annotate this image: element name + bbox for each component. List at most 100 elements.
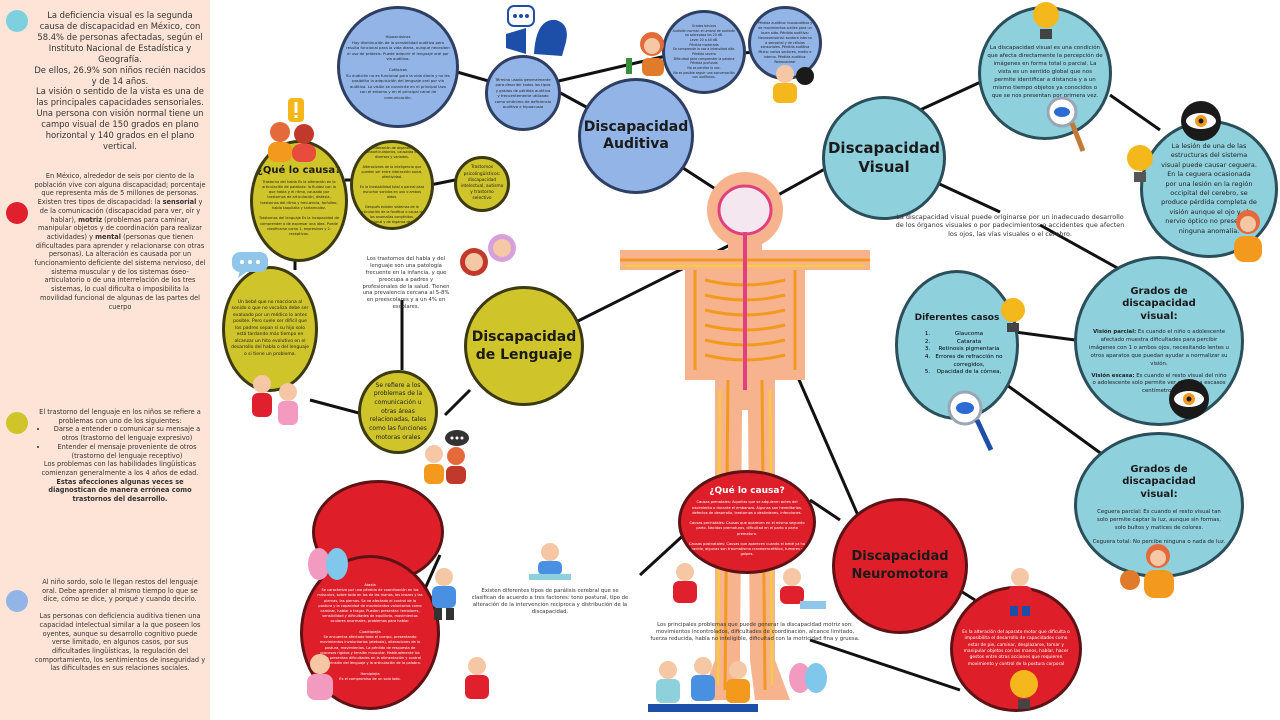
grados-title: Grados de discapacidad visual: — [1122, 463, 1196, 500]
people-illustration — [268, 122, 316, 162]
people-illustration — [648, 657, 758, 712]
lenguaje-bebe-circle: Un bebé que no reacciona al sonido o que… — [222, 266, 318, 392]
list-item: Retinosis pigmentaria — [932, 346, 1006, 354]
auditiva-types-circle: Hipoacúsicos Hay disminución de la sensi… — [337, 6, 459, 128]
casos-list: Glaucoma Catarata Retinosis pigmentaria … — [898, 331, 1016, 376]
sidebar-discapacidad-info: En México, alrededor de seis por ciento … — [34, 172, 206, 311]
lenguaje-comunicacion-circle: Se refiere a los problemas de la comunic… — [358, 370, 438, 454]
sidebar-paragraph: Las personas con deficiencia auditiva ti… — [34, 612, 206, 673]
neuromotora-causa-circle: ¿Qué lo causa? Causas prenatales: Aquell… — [678, 470, 816, 574]
people-illustration — [780, 568, 826, 609]
magnifier-eye-icon — [1046, 96, 1085, 152]
list-item: Catarata — [932, 339, 1006, 347]
eye-icon — [1181, 101, 1221, 141]
lenguaje-comunicacion-text: Se refiere a los problemas de la comunic… — [369, 381, 427, 441]
visual-origin-text: La discapacidad visual puede originarse … — [895, 213, 1125, 238]
lenguaje-causa-title: ¿Qué lo causa? — [257, 164, 341, 176]
auditiva-grades-circle: Grados básicos Audición normal: el umbra… — [662, 10, 746, 94]
alert-icon — [288, 98, 304, 122]
people-illustration — [252, 375, 298, 425]
speech-bubble-icon — [232, 252, 268, 278]
auditiva-definition-circle: Término usado generalmente para describi… — [485, 55, 561, 131]
visual-definition-circle: La discapacidad visual es una condición … — [978, 6, 1112, 140]
connector-line — [443, 388, 472, 417]
paralisis-tipos-text: Existen diferentes tipos de parálisis ce… — [471, 588, 629, 615]
sidebar-paragraph: El trastorno del lenguaje en los niños s… — [39, 408, 201, 425]
casos-title: Diferentes casos — [914, 313, 1000, 324]
grados-title: Grados de discapacidad visual: — [1122, 285, 1196, 322]
people-illustration — [529, 543, 571, 580]
lenguaje-title-circle: Discapacidad de Lenguaje — [464, 286, 584, 406]
lightbulb-icon — [1033, 2, 1059, 39]
list-item: Glaucoma — [932, 331, 1006, 339]
sidebar-paragraph: Al niño sordo, solo le llegan restos del… — [42, 578, 198, 604]
auditiva-title-circle: Discapacidad Auditiva — [578, 78, 694, 194]
neuromotora-title-circle: Discapacidad Neuromotora — [832, 498, 968, 634]
connector-line — [1109, 93, 1161, 132]
lenguaje-causa-text: Trastorno del habla Es la alteración en … — [259, 179, 339, 236]
auditiva-title: Discapacidad Auditiva — [583, 118, 689, 153]
people-illustration — [465, 657, 489, 699]
list-item: Entender el mensaje proveniente de otros… — [48, 443, 206, 460]
people-illustration — [432, 568, 456, 620]
sidebar-paragraph: En México, alrededor de seis por ciento … — [34, 172, 206, 198]
lightbulb-brain-icon — [1127, 145, 1153, 182]
visual-title-circle: Discapacidad Visual — [822, 96, 946, 220]
neuromotora-title: Discapacidad Neuromotora — [851, 549, 949, 582]
sidebar-paragraph: Existen tres tipos de discapacidad: la s… — [34, 198, 206, 311]
grados-escasa-text: Visión escasa: Es cuando el resto visual… — [1091, 372, 1227, 395]
connector-line — [429, 178, 456, 187]
grados-partial-text: Visión parcial: Es cuando el niño o adol… — [1089, 329, 1229, 367]
auditiva-types-text: Hipoacúsicos Hay disminución de la sensi… — [346, 34, 450, 100]
connector-line — [999, 378, 1111, 462]
brain-icon — [789, 663, 827, 693]
lenguaje-psico-circle: Trastornos psicolingüísticos: discapacid… — [454, 156, 510, 212]
speech-bubble-icon — [445, 430, 469, 446]
auditiva-definition-text: Término usado generalmente para describi… — [494, 76, 552, 110]
megaphone-head-icon — [506, 5, 567, 56]
people-illustration — [626, 32, 664, 76]
lenguaje-psico-text: Trastornos psicolingüísticos: discapacid… — [460, 165, 504, 202]
sidebar-visual-stats: La deficiencia visual es la segunda caus… — [34, 10, 206, 152]
sidebar-list: Darse a entender o comunicar su mensaje … — [34, 425, 206, 460]
connector-line — [809, 498, 841, 522]
connector-line — [809, 638, 961, 692]
people-illustration — [307, 654, 333, 700]
people-illustration — [424, 445, 466, 484]
sidebar-paragraph: La visión o sentido de la vista es una d… — [36, 86, 204, 152]
people-illustration — [460, 234, 516, 276]
list-item: Opacidad de la córnea, — [932, 369, 1006, 377]
lenguaje-causes-text: Alteración de órganos fonoarticulatorios… — [359, 145, 425, 224]
sidebar-paragraph: Los problemas con las habilidades lingüí… — [41, 460, 199, 504]
ceguera-total-text: Ceguera total: No percibe ninguna o nada… — [1092, 538, 1226, 545]
eye-icon — [1169, 379, 1209, 419]
lightbulb-icon — [1010, 670, 1038, 709]
people-illustration — [673, 563, 697, 603]
visual-title: Discapacidad Visual — [827, 139, 941, 176]
problemas-motrices-text: Los principales problemas que puede gene… — [650, 622, 860, 642]
human-body-nervous-system-icon — [620, 172, 870, 700]
neuromotora-causa-text: Causas prenatales: Aquellas que se adqui… — [688, 500, 806, 557]
lenguaje-causes-circle: Alteración de órganos fonoarticulatorios… — [350, 140, 434, 230]
neuromotora-definition-text: Es la alteración del aparato motor que d… — [962, 629, 1070, 667]
red-bullet-dot — [6, 202, 28, 224]
connector-line — [1039, 223, 1131, 277]
sidebar-paragraph: De ellos, 26.9% son niños recién nacidos… — [34, 64, 206, 86]
lenguaje-title: Discapacidad de Lenguaje — [471, 328, 577, 363]
lenguaje-bebe-text: Un bebé que no reacciona al sonido o que… — [231, 299, 309, 357]
sidebar-paragraph: La deficiencia visual es la segunda caus… — [37, 10, 203, 64]
yellow-bullet-dot — [6, 412, 28, 434]
blue-bullet-dot — [6, 10, 28, 32]
people-illustration — [1234, 210, 1262, 262]
neuromotora-causa-title: ¿Qué lo causa? — [709, 486, 785, 497]
people-illustration — [1120, 544, 1174, 598]
visual-grados-circle-1: Grados de discapacidad visual: Visión pa… — [1074, 256, 1244, 426]
connector-line — [919, 78, 986, 112]
people-illustration — [773, 65, 814, 103]
lightbulb-icon — [1001, 298, 1025, 332]
auditiva-loss-types-text: Pérdida auditiva: bucoauditiva y de movi… — [757, 20, 813, 65]
lightblue-bullet-dot — [6, 590, 28, 612]
people-illustration — [1008, 568, 1032, 616]
lenguaje-prevalencia-text: Los trastornos del habla y del lenguaje … — [362, 256, 450, 311]
magnifier-eye-icon — [947, 390, 994, 452]
